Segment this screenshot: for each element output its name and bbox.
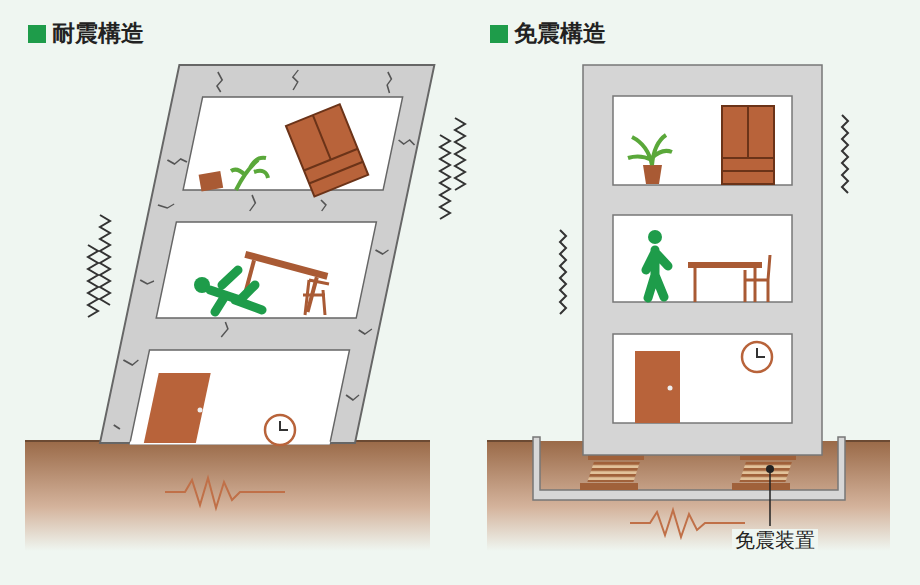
heading-square <box>28 25 46 43</box>
fallen-furniture <box>144 104 368 445</box>
isolator <box>580 454 796 490</box>
tilted-building <box>100 65 435 444</box>
seismic-wave <box>165 478 285 508</box>
heading-square <box>490 25 508 43</box>
isolated-building <box>583 65 822 455</box>
part-label: 免震装置 <box>732 529 818 551</box>
section-heading: 免震構造 <box>514 22 606 45</box>
leader-line <box>769 469 771 526</box>
section-heading: 耐震構造 <box>52 22 144 45</box>
seismic-wave <box>630 510 745 537</box>
ground <box>25 441 430 551</box>
